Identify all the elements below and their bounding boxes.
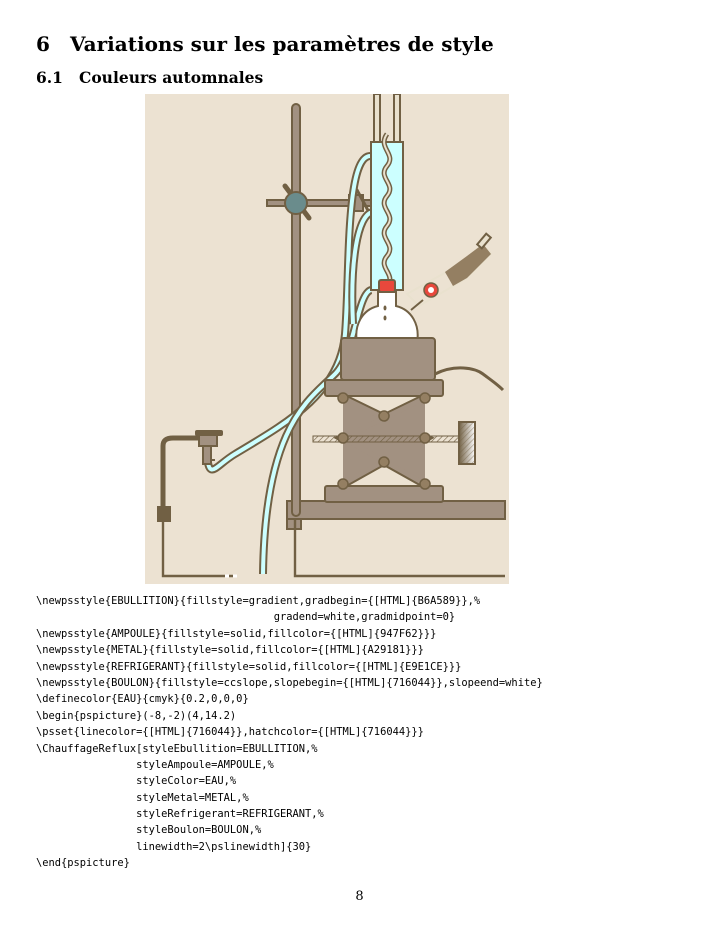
code-line: \newpsstyle{AMPOULE}{fillstyle=solid,fil… (36, 627, 437, 640)
code-line: styleAmpoule=AMPOULE,% (36, 758, 274, 771)
heating-mantle (340, 337, 505, 392)
section-heading: 6 Variations sur les paramètres de style (36, 32, 494, 56)
code-line: \end{pspicture} (36, 857, 130, 870)
section-title: Variations sur les paramètres de style (70, 32, 494, 56)
subsection-number: 6.1 (36, 68, 63, 87)
latex-code-listing: \newpsstyle{EBULLITION}{fillstyle=gradie… (36, 593, 543, 872)
code-line: \newpsstyle{REFRIGERANT}{fillstyle=solid… (36, 660, 462, 673)
subsection-heading: 6.1 Couleurs automnales (36, 68, 263, 87)
lab-jack (312, 379, 476, 503)
reflux-apparatus-figure (145, 94, 509, 584)
code-line: \definecolor{EAU}{cmyk}{0.2,0,0,0} (36, 693, 249, 706)
water-tap (157, 430, 235, 578)
code-line: styleBoulon=BOULON,% (36, 824, 262, 837)
code-line: \begin{pspicture}(-8,-2)(4,14.2) (36, 709, 237, 722)
code-line: styleColor=EAU,% (36, 775, 237, 788)
code-line: \newpsstyle{METAL}{fillstyle=solid,fillc… (36, 644, 424, 657)
code-line: \newpsstyle{BOULON}{fillstyle=ccslope,sl… (36, 676, 543, 689)
page-number: 8 (355, 889, 364, 904)
code-line: \newpsstyle{EBULLITION}{fillstyle=gradie… (36, 595, 481, 607)
code-line: \ChauffageReflux[styleEbullition=EBULLIT… (36, 742, 318, 755)
reflux-condenser (370, 94, 404, 309)
stand-rod (291, 103, 301, 517)
code-line: linewidth=2\pslinewidth]{30} (36, 840, 312, 853)
code-line: \psset{linecolor={[HTML]{716044}},hatchc… (36, 726, 424, 739)
section-number: 6 (36, 32, 50, 56)
subsection-title: Couleurs automnales (79, 68, 264, 87)
code-line: gradend=white,gradmidpoint=0} (36, 611, 456, 624)
addition-funnel (405, 232, 493, 311)
code-line: styleMetal=METAL,% (36, 791, 249, 804)
code-line: styleRefrigerant=REFRIGERANT,% (36, 808, 324, 821)
